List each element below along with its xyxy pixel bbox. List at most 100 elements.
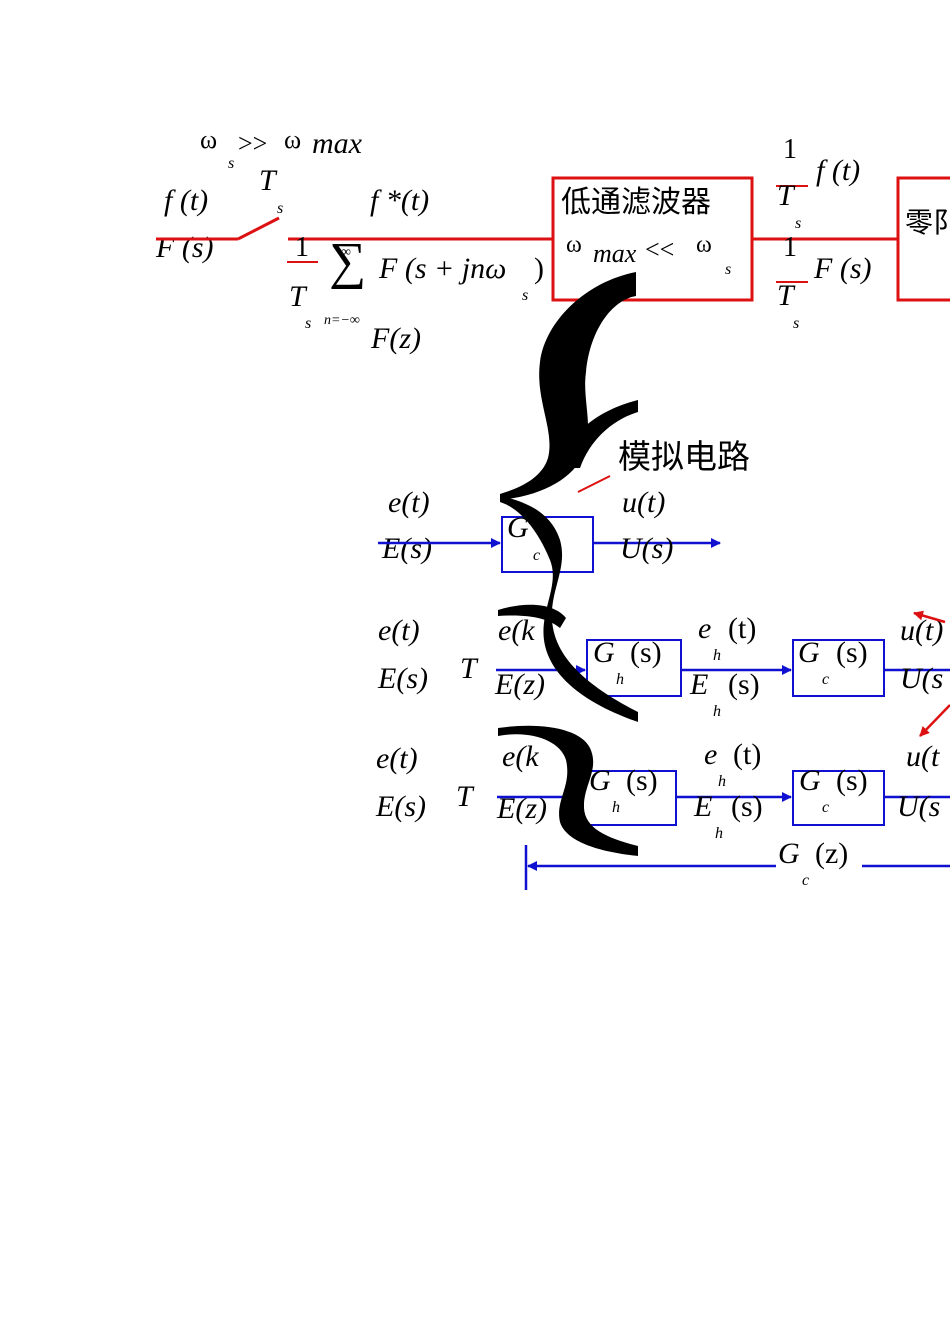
brace-middle-arm bbox=[498, 604, 566, 628]
condition-gg: >> bbox=[238, 129, 267, 158]
row1-gc-G: G bbox=[507, 511, 529, 544]
row3-gh-sub: h bbox=[612, 799, 620, 816]
output-den1-s: s bbox=[795, 215, 801, 232]
lowpass-cond-ll: << bbox=[645, 235, 674, 264]
analog-label-pointer bbox=[577, 475, 611, 493]
output-den2-T: T bbox=[777, 279, 796, 312]
row2-Us: U(s bbox=[900, 662, 943, 695]
row2-gc-s: (s) bbox=[836, 636, 868, 669]
condition-sub-s: s bbox=[228, 155, 234, 172]
row3-Eh-s: (s) bbox=[731, 790, 763, 823]
lowpass-output-labels: 1 T s f (t) 1 T s F (s) bbox=[776, 134, 871, 332]
row2-gc-G: G bbox=[798, 636, 820, 669]
large-brace bbox=[498, 272, 638, 856]
row2-gh-s: (s) bbox=[630, 636, 662, 669]
gcz-G: G bbox=[778, 837, 800, 870]
output-num1: 1 bbox=[783, 134, 797, 165]
row1-ut: u(t) bbox=[622, 486, 665, 519]
lowpass-cond-max: max bbox=[593, 239, 637, 268]
input-Fs: F (s) bbox=[155, 231, 213, 264]
sum-term: F (s + jnω bbox=[378, 252, 506, 285]
row2-Ez: E(z) bbox=[494, 668, 545, 701]
sum-symbol: ∑ bbox=[329, 233, 366, 290]
sum-term-sub: s bbox=[522, 287, 528, 304]
lowpass-cond-omega-s: ω bbox=[696, 232, 712, 258]
row3-Eh-sub: h bbox=[715, 825, 723, 842]
row-analog-controller: e(t) E(s) G c u(t) U(s) bbox=[378, 486, 721, 573]
row1-Us: U(s) bbox=[620, 532, 673, 565]
row-digital-controller-2: e(t) E(s) T e(k E(z) G (s) h e (t) h E (… bbox=[375, 704, 950, 842]
condition-max: max bbox=[312, 127, 363, 160]
gcz-sub: c bbox=[802, 872, 809, 889]
row2-gc-box bbox=[792, 639, 885, 697]
zoh-title: 零阝 bbox=[905, 206, 950, 239]
row3-eh-e: e bbox=[704, 738, 717, 771]
lowpass-filter-block: 低通滤波器 ω max << ω s bbox=[551, 176, 754, 302]
row3-T: T bbox=[456, 780, 475, 813]
sum-upper: ∞ bbox=[341, 245, 351, 260]
input-ft: f (t) bbox=[164, 184, 208, 217]
row3-ek: e(k bbox=[502, 740, 539, 773]
row2-red-pointer bbox=[913, 610, 946, 624]
brace-upper bbox=[500, 272, 636, 500]
switch-sub-s: s bbox=[277, 200, 283, 217]
sampling-chain: ω s >> ω max f (t) F (s) T s f *(t) 1 T … bbox=[155, 125, 553, 355]
gcz-z: (z) bbox=[815, 837, 848, 870]
row-digital-controller-1: e(t) E(s) T e(k E(z) G (s) h e (t) h E (… bbox=[377, 610, 950, 720]
row3-gc-s: (s) bbox=[836, 764, 868, 797]
row3-Eh-E: E bbox=[693, 790, 712, 823]
zoh-box bbox=[896, 176, 950, 302]
output-den1-T: T bbox=[777, 179, 796, 212]
row3-et: e(t) bbox=[376, 742, 418, 775]
row1-gc-sub: c bbox=[533, 547, 540, 564]
row2-eh-t: (t) bbox=[728, 612, 756, 645]
gcz-span: G (z) c bbox=[524, 837, 950, 890]
output-ft: f (t) bbox=[816, 154, 860, 187]
zero-order-hold-block: 零阝 bbox=[896, 176, 950, 302]
row3-Es: E(s) bbox=[375, 790, 426, 823]
row3-gc-G: G bbox=[799, 764, 821, 797]
lowpass-cond-sub-s: s bbox=[725, 261, 731, 278]
row3-gh-G: G bbox=[589, 764, 611, 797]
row2-Eh-E: E bbox=[689, 668, 708, 701]
row2-gh-sub: h bbox=[616, 671, 624, 688]
row2-ek: e(k bbox=[498, 614, 535, 647]
row1-gc-box bbox=[501, 516, 594, 573]
row3-gc-sub: c bbox=[822, 799, 829, 816]
condition-omega-max: ω bbox=[284, 125, 301, 154]
sum-term-close: ) bbox=[534, 252, 544, 285]
lowpass-title: 低通滤波器 bbox=[561, 185, 711, 220]
row3-eh-t: (t) bbox=[733, 738, 761, 771]
row1-Es: E(s) bbox=[381, 532, 432, 565]
output-Fs: F (s) bbox=[813, 252, 871, 285]
row2-Es: E(s) bbox=[377, 662, 428, 695]
sum-lower: n=−∞ bbox=[324, 313, 360, 328]
row2-eh-e: e bbox=[698, 612, 711, 645]
sampler-switch bbox=[237, 216, 280, 241]
row2-eh-sub: h bbox=[713, 647, 721, 664]
row2-T: T bbox=[460, 652, 479, 685]
row1-et: e(t) bbox=[388, 486, 430, 519]
sampled-fstar: f *(t) bbox=[370, 184, 429, 217]
row3-Us: U(s bbox=[897, 790, 940, 823]
row2-Eh-s: (s) bbox=[728, 668, 760, 701]
output-num2: 1 bbox=[783, 232, 797, 263]
row2-gh-G: G bbox=[593, 636, 615, 669]
row3-red-pointer bbox=[919, 704, 950, 737]
condition-omega-s: ω bbox=[200, 125, 217, 154]
lowpass-cond-omega: ω bbox=[566, 232, 582, 258]
coef-den-s: s bbox=[305, 315, 311, 332]
brace-middle bbox=[500, 496, 638, 722]
sampled-Fz: F(z) bbox=[370, 322, 421, 355]
row2-et: e(t) bbox=[378, 614, 420, 647]
brace-lower bbox=[498, 725, 638, 856]
switch-T: T bbox=[259, 164, 278, 197]
row3-gh-s: (s) bbox=[626, 764, 658, 797]
row3-eh-sub: h bbox=[718, 773, 726, 790]
row2-gh-box bbox=[586, 639, 682, 697]
row2-Eh-sub: h bbox=[713, 703, 721, 720]
output-den2-s: s bbox=[793, 315, 799, 332]
analog-circuit-label: 模拟电路 bbox=[618, 437, 750, 476]
coef-num: 1 bbox=[295, 232, 309, 263]
